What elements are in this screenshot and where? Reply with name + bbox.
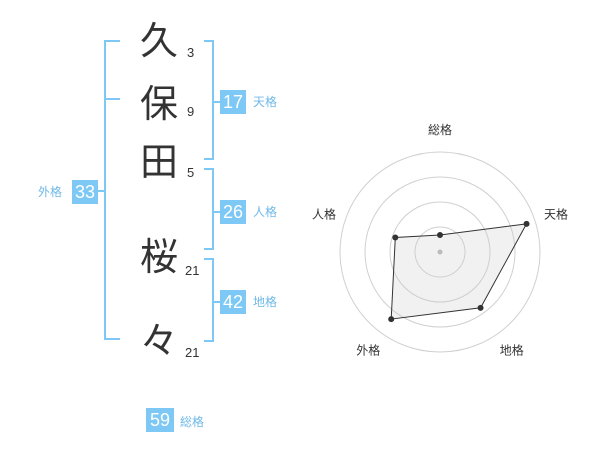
radar-point	[392, 234, 399, 241]
gaikaku-bracket-mid	[104, 98, 120, 100]
jinkaku-bracket-top	[204, 168, 214, 170]
tenkaku-bracket-top	[204, 40, 214, 42]
name-char-5: 々	[139, 319, 178, 363]
radar-ring	[364, 176, 516, 328]
radar-ring	[339, 151, 541, 353]
stroke-count-3: 5	[187, 165, 195, 180]
chikaku-label: 地格	[253, 295, 278, 309]
jinkaku-label: 人格	[253, 205, 278, 219]
chikaku-bracket-top	[204, 258, 214, 260]
gaikaku-value: 33	[72, 180, 98, 204]
jinkaku-bracket-vertical	[212, 168, 214, 250]
radar-point	[437, 232, 443, 238]
radar-ring	[414, 226, 466, 278]
radar-axis-label: 総格	[428, 122, 452, 137]
gaikaku-bracket-top	[104, 40, 120, 42]
gaikaku-bracket-bottom	[104, 338, 120, 340]
gaikaku-label: 外格	[38, 185, 63, 199]
radar-point	[388, 316, 395, 323]
chikaku-connector	[212, 301, 220, 303]
radar-center-dot	[437, 249, 443, 255]
name-char-4: 桜	[139, 235, 178, 279]
gaikaku-connector	[98, 190, 106, 192]
tenkaku-bracket-vertical	[212, 40, 214, 160]
name-char-3: 田	[139, 140, 178, 184]
radar-point	[477, 304, 484, 311]
soukaku-label: 総格	[180, 415, 205, 429]
jinkaku-connector	[212, 211, 220, 213]
radar-ring	[389, 201, 491, 303]
radar-axis-label: 地格	[500, 343, 524, 358]
stroke-count-2: 9	[187, 104, 195, 119]
radar-axis-label: 天格	[544, 206, 568, 221]
stroke-count-1: 3	[187, 45, 195, 60]
soukaku-value: 59	[146, 408, 174, 432]
radar-point	[523, 220, 530, 227]
name-char-1: 久	[139, 19, 178, 63]
radar-axis-label: 人格	[312, 206, 336, 221]
tenkaku-bracket-bottom	[204, 158, 214, 160]
chikaku-bracket-bottom	[204, 340, 214, 342]
stroke-count-4: 21	[185, 263, 200, 278]
chikaku-bracket-vertical	[212, 258, 214, 342]
chikaku-value: 42	[220, 290, 246, 314]
tenkaku-value: 17	[220, 90, 246, 114]
tenkaku-label: 天格	[253, 95, 278, 109]
jinkaku-value: 26	[220, 200, 246, 224]
name-char-2: 保	[139, 82, 178, 126]
tenkaku-connector	[212, 101, 220, 103]
radar-axis-label: 外格	[356, 343, 380, 358]
radar-series-area	[390, 223, 528, 320]
stroke-count-5: 21	[185, 345, 200, 360]
jinkaku-bracket-bottom	[204, 248, 214, 250]
